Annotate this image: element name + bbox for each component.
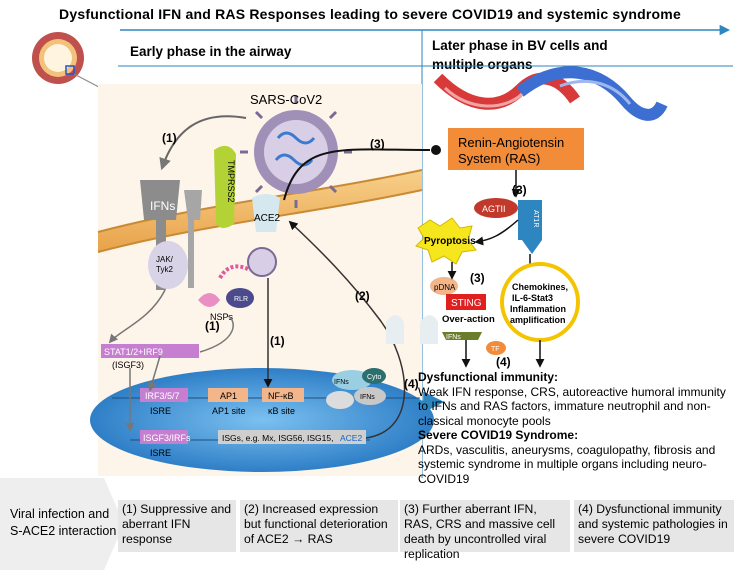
at1r-label: AT1R — [532, 210, 539, 227]
rlr-label: RLR — [234, 296, 248, 303]
later-phase-title: Later phase in BV cells and multiple org… — [432, 36, 732, 74]
sars-label: SARS-CoV2 — [250, 92, 322, 107]
tyk-label: Tyk2 — [156, 265, 173, 274]
kb-site-label: κB site — [268, 406, 295, 416]
ras-label-1: Renin-Angiotensin — [458, 135, 564, 150]
later-phase-line2: multiple organs — [432, 57, 533, 72]
chemo-label-4: amplification — [510, 315, 566, 325]
cell-shape-1 — [386, 315, 404, 344]
isgs-label: ISGs, e.g. Mx, ISG56, ISG15, — [222, 433, 334, 443]
step-marker-1b: (1) — [205, 319, 220, 333]
sting-label: STING — [451, 298, 482, 309]
chemo-label-2: IL-6-Stat3 — [512, 293, 553, 303]
cell-shape-2 — [420, 315, 438, 344]
ras-label-2: System (RAS) — [458, 151, 540, 166]
pyroptosis-label: Pyroptosis — [424, 236, 476, 247]
ap1-site-label: AP1 site — [212, 406, 246, 416]
dysfunctional-immunity-heading: Dysfunctional immunity: — [418, 370, 559, 384]
sting-box — [446, 294, 486, 310]
step-1: (1) Suppressive and aberrant IFN respons… — [118, 500, 236, 552]
ap1-box — [208, 388, 248, 402]
tmprss2-label: TMPRSS2 — [226, 160, 236, 203]
ifn-receptor-icon — [140, 180, 202, 290]
at1r-icon — [518, 200, 542, 254]
airway-icon — [32, 32, 84, 84]
over-action-label: Over-action — [442, 314, 495, 325]
step-marker-3b: (3) — [512, 183, 527, 197]
pyroptosis-icon — [415, 217, 477, 265]
pdna-label: pDNA — [434, 283, 456, 292]
nsps-label: NSPs — [210, 312, 234, 322]
step-marker-3c: (3) — [470, 271, 485, 285]
step-2: (2) Increased expression but functional … — [240, 500, 398, 552]
step-marker-3a: (3) — [370, 137, 385, 151]
isre-label-2: ISRE — [150, 448, 171, 458]
nfkb-box — [262, 388, 304, 402]
tmprss2-icon — [214, 145, 236, 228]
jak-label: JAK/ — [156, 255, 174, 264]
step-marker-1c: (1) — [270, 334, 285, 348]
nucleus — [90, 368, 434, 472]
ace2-label: ACE2 — [254, 213, 281, 224]
tf-label: TF — [491, 346, 500, 353]
isgs-box — [140, 430, 188, 444]
blood-vessel-icon — [433, 66, 668, 121]
agtii-icon — [474, 198, 518, 218]
ifns-receptor-label: IFNs — [150, 199, 175, 213]
endosome-virus-icon — [218, 247, 277, 280]
step-marker-4a: (4) — [404, 377, 419, 391]
sars-cov2-virus-icon — [240, 96, 352, 208]
step-0: Viral infection and S-ACE2 interaction — [10, 507, 117, 538]
ifn-receptor-small-icon — [442, 332, 482, 340]
irf-label: IRF3/5/7 — [145, 391, 180, 401]
cytokines-icon — [326, 368, 386, 409]
ifnr-label: IFNs — [446, 334, 461, 341]
ras-box — [448, 128, 584, 170]
outcomes-text: Dysfunctional immunity: Weak IFN respons… — [418, 370, 738, 486]
step-marker-2: (2) — [355, 289, 370, 303]
bottom-chevron — [0, 478, 124, 570]
severe-syndrome-text: ARDs, vasculitis, aneurysms, coagulopath… — [418, 442, 716, 486]
isgs-box-label: ISGF3/IRFs — [143, 433, 191, 443]
step-4: (4) Dysfunctional immunity and systemic … — [574, 500, 734, 552]
agtii-label: AGTII — [482, 204, 506, 214]
nsps-icon — [198, 293, 220, 307]
cyto-label: Cyto — [367, 374, 382, 381]
rlr-icon — [226, 288, 254, 308]
stat-box — [101, 344, 199, 358]
step-marker-1: (1) — [162, 131, 177, 145]
isgs-gene-box — [218, 430, 366, 444]
page-title: Dysfunctional IFN and RAS Responses lead… — [59, 6, 681, 22]
step-3: (3) Further aberrant IFN, RAS, CRS and m… — [400, 500, 570, 561]
isre-label-1: ISRE — [150, 406, 171, 416]
chemo-label-3: Inflammation — [510, 304, 566, 314]
pdna-icon — [430, 277, 458, 295]
later-phase-line1: Later phase in BV cells and — [432, 38, 608, 53]
chemo-label-1: Chemokines, — [512, 282, 568, 292]
ace2-receptor-icon — [252, 194, 280, 232]
ap1-label: AP1 — [220, 391, 237, 401]
stat-label: STAT1/2+IRF9 — [104, 347, 163, 357]
dysfunctional-immunity-text: Weak IFN response, CRS, autoreactive hum… — [418, 384, 726, 428]
ace2-gene-label: ACE2 — [340, 433, 362, 443]
ifns-small-label-2: IFNs — [360, 394, 375, 401]
ifns-small-label-1: IFNs — [334, 379, 349, 386]
severe-syndrome-heading: Severe COVID19 Syndrome: — [418, 428, 579, 442]
jak-tyk2-icon — [148, 241, 188, 289]
nfkb-label: NF-κB — [268, 391, 294, 401]
early-phase-title: Early phase in the airway — [130, 44, 292, 59]
step-marker-4b: (4) — [496, 355, 511, 369]
isgf3-label: (ISGF3) — [112, 360, 144, 370]
tf-icon — [486, 341, 506, 355]
